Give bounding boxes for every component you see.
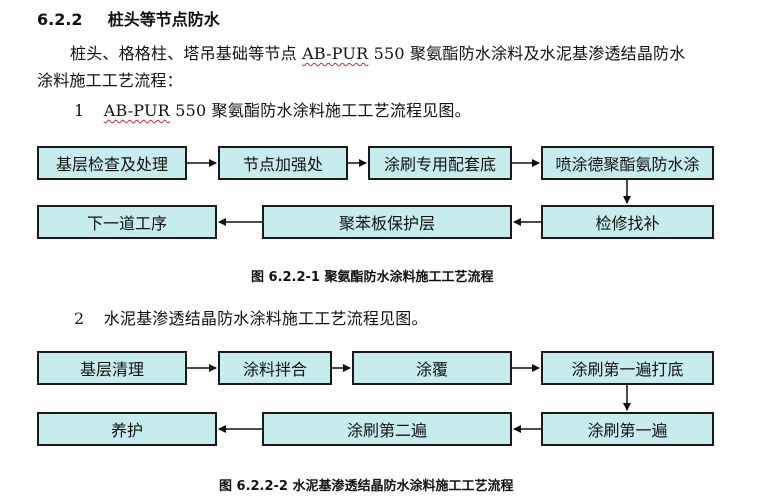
flow1-step-7: 下一道工序 bbox=[37, 205, 217, 239]
flow2-step-4: 涂刷第一遍打底 bbox=[541, 351, 714, 385]
section-heading: 6.2.2 桩头等节点防水 bbox=[37, 6, 220, 30]
flow1-step-4: 喷涂德聚酯氨防水涂 bbox=[541, 146, 714, 180]
flow2-caption: 图 6.2.2-2 水泥基渗透结晶防水涂料施工工艺流程 bbox=[219, 479, 514, 494]
intro-product-name: AB-PUR bbox=[302, 44, 369, 63]
flow1-step-3: 涂刷专用配套底 bbox=[368, 146, 512, 180]
flow2-step-3: 涂覆 bbox=[352, 351, 512, 385]
item-2-number: 2 bbox=[74, 309, 85, 328]
flow1-step-1: 基层检查及处理 bbox=[37, 146, 187, 180]
flow2-step-7: 养护 bbox=[37, 412, 217, 446]
flow1-step-5: 检修找补 bbox=[541, 205, 714, 239]
flow1-step-2: 节点加强处 bbox=[218, 146, 348, 180]
intro-line-1: 桩头、格格柱、塔吊基础等节点 AB-PUR 550 聚氨酯防水涂料及水泥基渗透结… bbox=[70, 40, 685, 64]
item-2-text: 2 水泥基渗透结晶防水涂料施工工艺流程见图。 bbox=[74, 305, 428, 329]
item-1-number: 1 bbox=[74, 101, 85, 120]
item-1-rest: 550 聚氨酯防水涂料施工工艺流程见图。 bbox=[169, 101, 471, 120]
flow1-caption: 图 6.2.2-1 聚氨酯防水涂料施工工艺流程 bbox=[251, 270, 494, 285]
flow1-step-6: 聚苯板保护层 bbox=[262, 205, 512, 239]
section-number: 6.2.2 bbox=[37, 10, 83, 29]
intro-line-2: 涂料施工工艺流程： bbox=[37, 71, 183, 90]
flow2-step-5: 涂刷第一遍 bbox=[541, 412, 714, 446]
section-title: 桩头等节点防水 bbox=[107, 10, 220, 29]
item-2-body: 水泥基渗透结晶防水涂料施工工艺流程见图。 bbox=[103, 309, 428, 328]
intro-text-post: 550 聚氨酯防水涂料及水泥基渗透结晶防水 bbox=[368, 44, 686, 63]
flow2-step-6: 涂刷第二遍 bbox=[262, 412, 512, 446]
item-1-product-name: AB-PUR bbox=[103, 101, 170, 120]
flow2-step-1: 基层清理 bbox=[37, 351, 187, 385]
flow2-step-2: 涂料拌合 bbox=[218, 351, 332, 385]
intro-text-pre: 桩头、格格柱、塔吊基础等节点 bbox=[70, 44, 303, 63]
item-1-text: 1 AB-PUR 550 聚氨酯防水涂料施工工艺流程见图。 bbox=[74, 97, 471, 121]
